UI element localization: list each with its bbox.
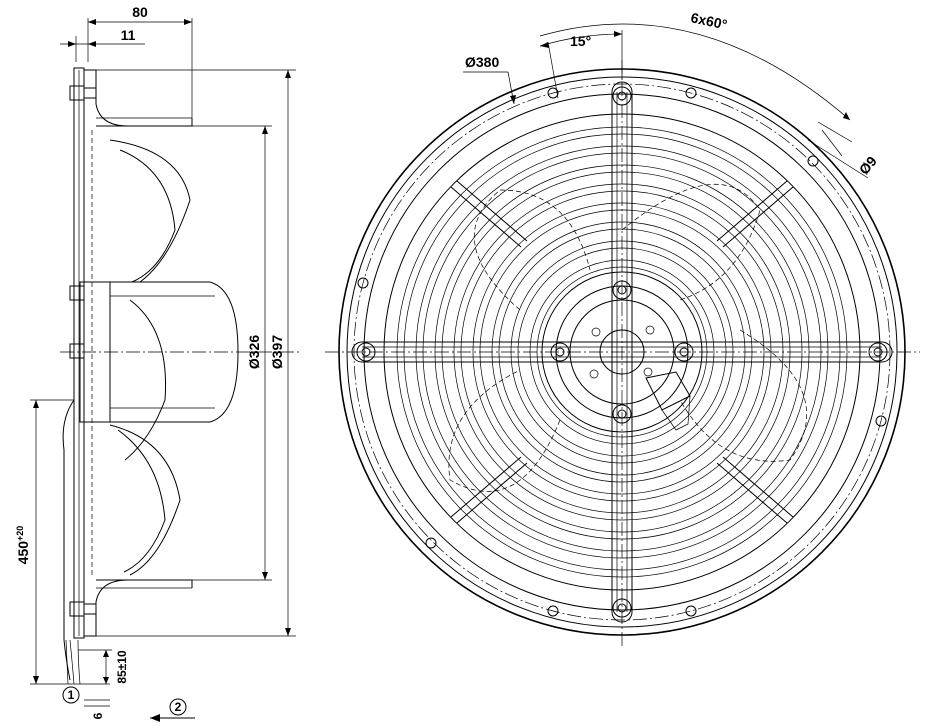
dim-cable-strip: 85±10: [115, 650, 129, 684]
guard-rings: [396, 126, 848, 578]
callout-1-circle: [62, 686, 80, 704]
guard-ribs: [450, 180, 794, 524]
dim-bolt-circle: Ø380: [465, 54, 499, 70]
horizontal-bar: [351, 341, 893, 363]
dim-angle-offset: 15°: [570, 33, 591, 49]
dim-inner-diameter: Ø326: [246, 335, 262, 369]
dim-flange-offset: 11: [121, 27, 136, 43]
dim-cable-length-value: 450: [15, 541, 31, 565]
front-view: Ø380 15° 6x60° Ø9: [325, 9, 920, 648]
dim-hole-diameter: Ø9: [856, 153, 880, 178]
dim-angle-pattern: 6x60°: [689, 9, 728, 32]
vertical-bar: [611, 81, 633, 623]
dim-cable-length: 450+20: [15, 526, 31, 565]
callout-1: 1: [68, 688, 75, 702]
dim-strip-small: 6: [91, 712, 105, 719]
callout-2: 2: [175, 700, 182, 714]
side-view: 80 11: [15, 4, 300, 722]
mounting-holes: [357, 87, 887, 617]
dim-cable-length-tolerance: +20: [15, 526, 25, 541]
callout-2-circle: [169, 698, 187, 716]
bar-bosses: [356, 86, 888, 618]
dim-depth: 80: [132, 4, 148, 20]
dim-outer-diameter: Ø397: [269, 335, 285, 369]
